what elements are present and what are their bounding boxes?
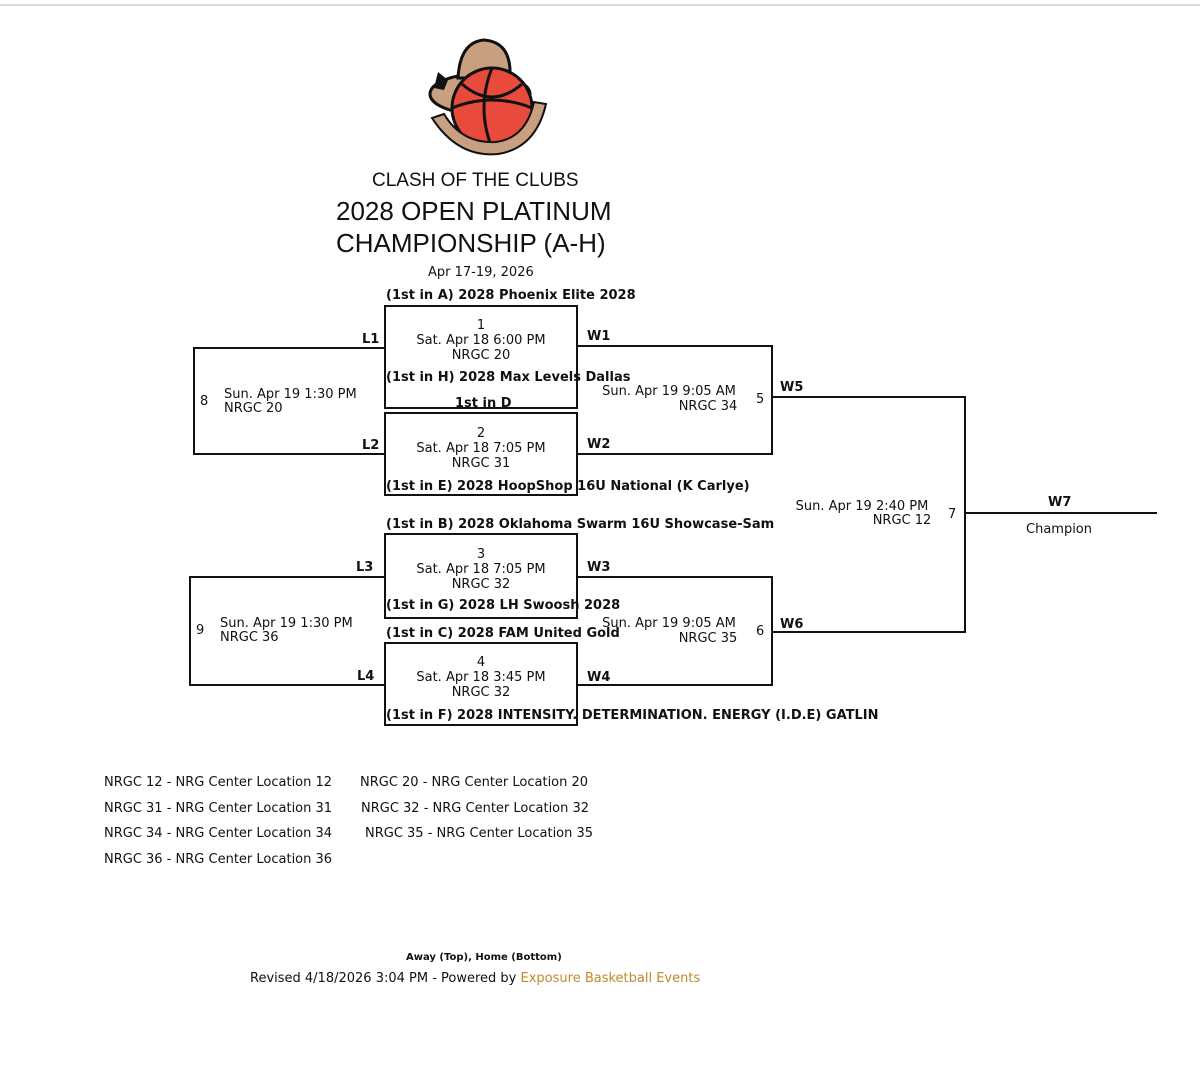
game4-court: NRGC 32 xyxy=(451,685,511,700)
game1-home-team[interactable]: (1st in H) 2028 Max Levels Dallas xyxy=(386,370,631,385)
legend-item: NRGC 31 - NRG Center Location 31 xyxy=(104,801,333,816)
bracket-line-g8-vertical xyxy=(193,347,195,455)
game3-number: 3 xyxy=(476,547,486,562)
winner-label-w5: W5 xyxy=(780,380,804,395)
bracket-line-g7-vertical xyxy=(964,396,966,633)
game2-away-team[interactable]: 1st in D xyxy=(455,396,512,411)
division-title-line1: 2028 OPEN PLATINUM xyxy=(336,196,612,226)
bracket-line-w3 xyxy=(578,576,773,578)
event-dates: Apr 17-19, 2026 xyxy=(428,265,534,280)
game9-number: 9 xyxy=(196,623,205,638)
game6-time: Sun. Apr 19 9:05 AM xyxy=(602,616,736,631)
bracket-line-g9-vertical xyxy=(189,576,191,686)
bracket-line-w7 xyxy=(966,512,1157,514)
bracket-line-g6-vertical xyxy=(771,576,773,686)
loser-label-l4: L4 xyxy=(357,669,375,684)
game1-court: NRGC 20 xyxy=(451,348,511,363)
bracket-line-w5 xyxy=(773,396,966,398)
game8-number: 8 xyxy=(200,394,209,409)
top-divider xyxy=(0,4,1200,6)
winner-label-w6: W6 xyxy=(780,617,804,632)
bracket-line-w4 xyxy=(578,684,773,686)
winner-label-w2: W2 xyxy=(587,437,611,452)
game4-time: Sat. Apr 18 3:45 PM xyxy=(416,670,546,685)
loser-label-l3: L3 xyxy=(356,560,374,575)
event-title: CLASH OF THE CLUBS xyxy=(372,170,579,191)
game9-court: NRGC 36 xyxy=(220,630,279,645)
revised-text: Revised 4/18/2026 3:04 PM - Powered by xyxy=(250,971,521,986)
game4-home-team[interactable]: (1st in F) 2028 INTENSITY. DETERMINATION… xyxy=(386,708,879,723)
bracket-line-l1 xyxy=(193,347,384,349)
exposure-link[interactable]: Exposure Basketball Events xyxy=(520,971,701,986)
loser-label-l2: L2 xyxy=(362,438,380,453)
game1-away-team[interactable]: (1st in A) 2028 Phoenix Elite 2028 xyxy=(386,288,636,303)
winner-label-w7: W7 xyxy=(1048,495,1072,510)
game1-time: Sat. Apr 18 6:00 PM xyxy=(416,333,546,348)
legend-item: NRGC 34 - NRG Center Location 34 xyxy=(104,826,333,841)
bracket-line-w2 xyxy=(578,453,773,455)
game2-number: 2 xyxy=(476,426,486,441)
bracket-line-w6 xyxy=(773,631,966,633)
bracket-line-w1 xyxy=(578,345,773,347)
revised-line: Revised 4/18/2026 3:04 PM - Powered by E… xyxy=(250,971,700,986)
bracket-line-l2 xyxy=(193,453,384,455)
game4-box[interactable] xyxy=(384,642,578,726)
game2-court: NRGC 31 xyxy=(451,456,511,471)
winner-label-w3: W3 xyxy=(587,560,611,575)
game3-box[interactable] xyxy=(384,533,578,619)
game5-number: 5 xyxy=(756,392,765,407)
game5-court: NRGC 34 xyxy=(678,399,738,414)
game7-number: 7 xyxy=(948,507,957,522)
game8-court: NRGC 20 xyxy=(224,401,283,416)
game3-time: Sat. Apr 18 7:05 PM xyxy=(416,562,546,577)
legend-item: NRGC 12 - NRG Center Location 12 xyxy=(104,775,333,790)
home-away-note: Away (Top), Home (Bottom) xyxy=(406,952,562,963)
champion-label: Champion xyxy=(1026,522,1093,537)
legend-item: NRGC 35 - NRG Center Location 35 xyxy=(365,826,594,841)
legend-item: NRGC 20 - NRG Center Location 20 xyxy=(360,775,589,790)
game2-home-team[interactable]: (1st in E) 2028 HoopShop 16U National (K… xyxy=(386,479,750,494)
winner-label-w4: W4 xyxy=(587,670,611,685)
loser-label-l1: L1 xyxy=(362,332,380,347)
game6-number: 6 xyxy=(756,624,765,639)
legend-item: NRGC 36 - NRG Center Location 36 xyxy=(104,852,333,867)
game7-court: NRGC 12 xyxy=(872,513,932,528)
game3-away-team[interactable]: (1st in B) 2028 Oklahoma Swarm 16U Showc… xyxy=(386,517,775,532)
game4-number: 4 xyxy=(476,655,486,670)
game4-away-team[interactable]: (1st in C) 2028 FAM United Gold xyxy=(386,626,620,641)
game2-time: Sat. Apr 18 7:05 PM xyxy=(416,441,546,456)
bracket-line-g5-vertical xyxy=(771,345,773,455)
division-title-line2: CHAMPIONSHIP (A-H) xyxy=(336,228,606,258)
bracket-line-l3 xyxy=(189,576,384,578)
game3-court: NRGC 32 xyxy=(451,577,511,592)
game1-box[interactable] xyxy=(384,305,578,409)
game3-home-team[interactable]: (1st in G) 2028 LH Swoosh 2028 xyxy=(386,598,621,613)
winner-label-w1: W1 xyxy=(587,329,611,344)
game5-time: Sun. Apr 19 9:05 AM xyxy=(602,384,736,399)
game2-box[interactable] xyxy=(384,412,578,496)
game7-time: Sun. Apr 19 2:40 PM xyxy=(795,499,929,514)
event-logo xyxy=(418,30,553,160)
game9-time: Sun. Apr 19 1:30 PM xyxy=(220,616,353,631)
bracket-line-l4 xyxy=(189,684,384,686)
legend-item: NRGC 32 - NRG Center Location 32 xyxy=(361,801,590,816)
game6-court: NRGC 35 xyxy=(678,631,738,646)
game8-time: Sun. Apr 19 1:30 PM xyxy=(224,387,357,402)
game1-number: 1 xyxy=(476,318,486,333)
